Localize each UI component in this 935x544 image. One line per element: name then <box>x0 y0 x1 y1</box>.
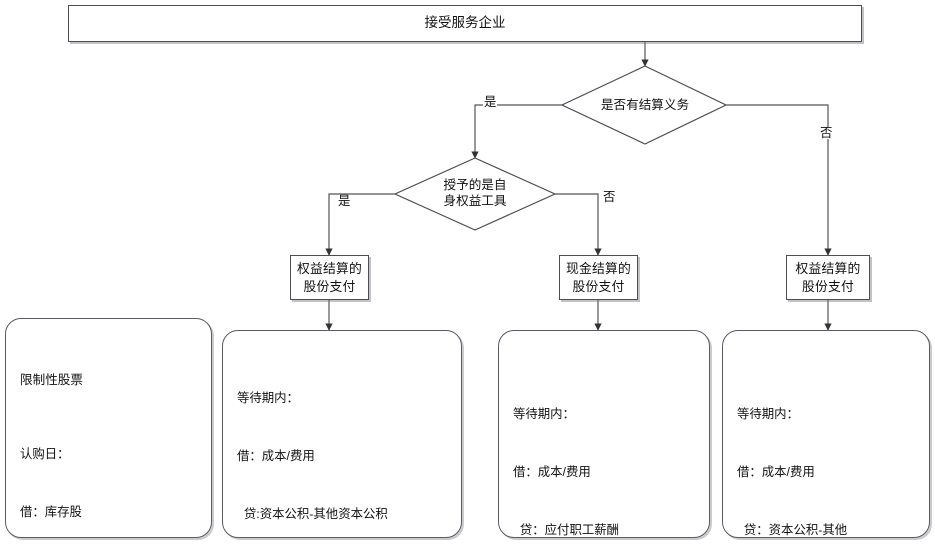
node-receiving-enterprise-label: 接受服务企业 <box>424 15 506 31</box>
connector-decision1-yes-to-decision2 <box>471 104 562 159</box>
panel-equity-settled-entries-left[interactable]: 等待期内： 借：成本/费用 贷:资本公积-其他资本公积 行权日： 借：银行存款 … <box>222 330 462 538</box>
node-cash-settled[interactable]: 现金结算的 股份支付 <box>559 255 638 300</box>
panel-equity-left-block-0-line-1: 贷:资本公积-其他资本公积 <box>237 506 388 521</box>
connector-decision1-no-to-stage3 <box>726 104 832 256</box>
panel-cash-block-0-line-1: 贷：应付职工薪酬 <box>513 522 620 537</box>
panel-restricted-stock[interactable]: 限制性股票 认购日： 借：库存股 贷：其他应付款 解锁日： 借：其他应付款 贷：… <box>5 318 212 538</box>
panel-restricted-stock-block-0-heading: 认购日： <box>20 447 70 462</box>
panel-cash-settled-entries[interactable]: 等待期内： 借：成本/费用 贷：应付职工薪酬 行权日： 借：应付职工薪酬 贷：银… <box>498 330 710 538</box>
panel-equity-right-block-0-line-0: 借：成本/费用 <box>737 465 815 480</box>
panel-equity-right-block-0-line-1: 贷：资本公积-其他 <box>737 522 848 537</box>
decision-settle-obligation-label: 是否有结算义务 <box>600 98 690 112</box>
panel-restricted-stock-title: 限制性股票 <box>20 373 83 388</box>
edge-label-decision2-no: 否 <box>602 190 617 204</box>
node-equity-settled-right[interactable]: 权益结算的 股份支付 <box>786 255 870 300</box>
panel-equity-left-block-0-heading: 等待期内： <box>237 391 299 406</box>
panel-equity-left-block-0-line-0: 借：成本/费用 <box>237 449 315 464</box>
node-equity-settled-left[interactable]: 权益结算的 股份支付 <box>290 255 369 300</box>
edge-label-decision1-no: 否 <box>819 126 834 140</box>
connector-decision2-no-to-stage2 <box>555 193 602 256</box>
panel-restricted-stock-block-0-line-0: 借：库存股 <box>20 505 82 520</box>
decision-own-equity-instrument-label: 授予的是自 身权益工具 <box>443 178 507 209</box>
node-receiving-enterprise[interactable]: 接受服务企业 <box>68 5 862 42</box>
node-equity-settled-left-label: 权益结算的 股份支付 <box>297 261 362 294</box>
panel-equity-settled-entries-right[interactable]: 等待期内： 借：成本/费用 贷：资本公积-其他 行权日： 借：资本公积-其他资本… <box>722 330 930 538</box>
edge-label-decision2-yes: 是 <box>337 194 352 208</box>
panel-cash-block-0-heading: 等待期内： <box>513 407 575 422</box>
edge-label-decision1-yes: 是 <box>483 95 498 109</box>
panel-equity-right-block-0-heading: 等待期内： <box>737 407 799 422</box>
panel-cash-block-0-line-0: 借：成本/费用 <box>513 465 591 480</box>
node-equity-settled-right-label: 权益结算的 股份支付 <box>795 261 861 294</box>
node-cash-settled-label: 现金结算的 股份支付 <box>566 261 631 294</box>
